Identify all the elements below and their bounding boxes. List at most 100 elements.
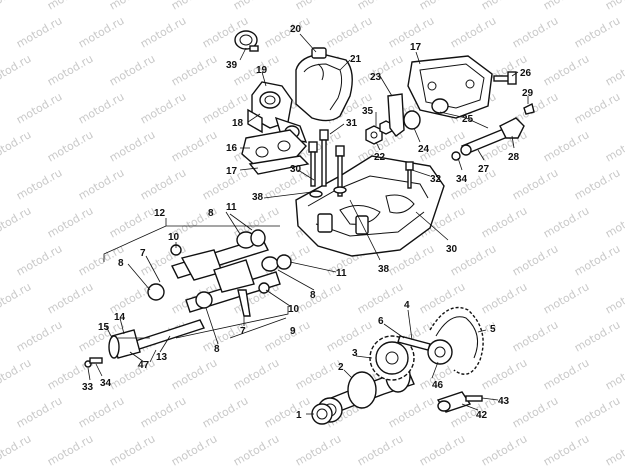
watermark-text: motod.ru [293, 356, 343, 392]
callout-38: 39 [226, 60, 238, 71]
o-ring-24-part [403, 110, 421, 130]
callout-33: 33 [82, 382, 94, 393]
watermark-text: motod.ru [479, 432, 529, 468]
watermark-text: motod.ru [510, 242, 560, 278]
callout-28: 28 [508, 152, 520, 163]
watermark-text: motod.ru [293, 432, 343, 468]
watermark-text: motod.ru [45, 52, 95, 88]
watermark-text: motod.ru [572, 318, 622, 354]
watermark-text: motod.ru [479, 280, 529, 316]
watermark-text: motod.ru [0, 128, 33, 164]
watermark-text: motod.ru [14, 242, 64, 278]
callout-14: 14 [114, 312, 126, 323]
watermark-text: motod.ru [169, 356, 219, 392]
callout-5: 5 [490, 324, 496, 335]
watermark-text: motod.ru [138, 90, 188, 126]
air-filter-housing-part [295, 47, 353, 122]
watermark-text: motod.ru [262, 394, 312, 430]
callout-43: 43 [498, 396, 510, 407]
watermark-text: motod.ru [541, 432, 591, 468]
callout-15: 15 [98, 322, 110, 333]
callout-1: 1 [296, 410, 302, 421]
watermark-text: motod.ru [107, 432, 157, 468]
watermark-text: motod.ru [45, 280, 95, 316]
watermark-text: motod.ru [572, 166, 622, 202]
watermark-text: motod.ru [293, 0, 343, 13]
rocker-shaft-assembly-part [147, 229, 292, 317]
watermark-text: motod.ru [200, 394, 250, 430]
callout-17-right: 17 [410, 42, 422, 53]
watermark-text: motod.ru [603, 128, 625, 164]
watermark-text: motod.ru [169, 0, 219, 13]
watermark-text: motod.ru [138, 14, 188, 50]
callout-30-top: 30 [290, 164, 302, 175]
watermark-text: motod.ru [45, 204, 95, 240]
rocker-cover-part [407, 55, 493, 119]
watermark-text: motod.ru [541, 52, 591, 88]
watermark-text: motod.ru [0, 280, 33, 316]
watermark-text: motod.ru [0, 0, 33, 13]
watermark-text: motod.ru [541, 128, 591, 164]
watermark-text: motod.ru [448, 14, 498, 50]
watermark-text: motod.ru [14, 394, 64, 430]
callout-11-right: 11 [336, 268, 347, 279]
cam-follower-14-15-part [108, 329, 141, 359]
watermark-text: motod.ru [169, 432, 219, 468]
watermark-text: motod.ru [479, 356, 529, 392]
bolt-32-part [405, 161, 414, 189]
callout-23: 23 [370, 72, 382, 83]
watermark-text: motod.ru [510, 318, 560, 354]
watermark-text: motod.ru [355, 0, 405, 13]
leader-lines [87, 33, 529, 415]
head-bolts-part [308, 129, 347, 198]
watermark-text: motod.ru [45, 432, 95, 468]
watermark-text: motod.ru [510, 14, 560, 50]
watermark-text: motod.ru [603, 432, 625, 468]
watermark-text: motod.ru [0, 204, 33, 240]
callout-labels: 39 19 20 21 18 16 17 31 30 38 23 35 22 1… [82, 24, 534, 421]
clamp-ring-part [234, 30, 259, 52]
watermark-text: motod.ru [603, 204, 625, 240]
callout-22: 22 [374, 152, 386, 163]
watermark-text: motod.ru [510, 166, 560, 202]
callout-4: 4 [404, 300, 410, 311]
gasket-part-left [248, 155, 310, 175]
watermark-text: motod.ru [169, 52, 219, 88]
watermark-text: motod.ru [107, 204, 157, 240]
sprocket-3-part [369, 335, 415, 381]
callout-2: 2 [338, 362, 344, 373]
watermark-text: motod.ru [479, 0, 529, 13]
timing-chain-5-part [429, 306, 484, 375]
watermark-text: motod.ru [603, 0, 625, 13]
bracket-23-part [387, 93, 405, 137]
watermark-text: motod.ru [107, 128, 157, 164]
watermark-text: motod.ru [76, 14, 126, 50]
watermark-text: motod.ru [262, 14, 312, 50]
watermark-text: motod.ru [293, 280, 343, 316]
callout-39-left: 38 [252, 192, 264, 203]
bearing-1-part [311, 403, 333, 425]
callout-25: 25 [462, 114, 474, 125]
callout-42: 42 [476, 410, 488, 421]
watermark-text: motod.ru [231, 0, 281, 13]
watermark-text: motod.ru [231, 432, 281, 468]
watermark-text: motod.ru [76, 90, 126, 126]
callout-16: 16 [226, 143, 238, 154]
watermark-text: motod.ru [45, 0, 95, 13]
watermark-text: motod.ru [14, 14, 64, 50]
watermark-text: motod.ru [138, 394, 188, 430]
watermark-text: motod.ru [572, 14, 622, 50]
callout-19: 19 [256, 65, 268, 76]
watermark-text: motod.ru [0, 52, 33, 88]
watermark-text: motod.ru [603, 52, 625, 88]
callout-18: 18 [232, 118, 244, 129]
watermark-text: motod.ru [541, 356, 591, 392]
callout-7-right: 7 [240, 326, 246, 337]
screw-33-34-part [84, 357, 103, 368]
callout-7-left: 7 [140, 248, 146, 259]
callout-30-bottom: 30 [446, 244, 458, 255]
callout-6: 6 [378, 316, 384, 327]
watermark-text: motod.ru [479, 204, 529, 240]
watermark-text: motod.ru [76, 166, 126, 202]
